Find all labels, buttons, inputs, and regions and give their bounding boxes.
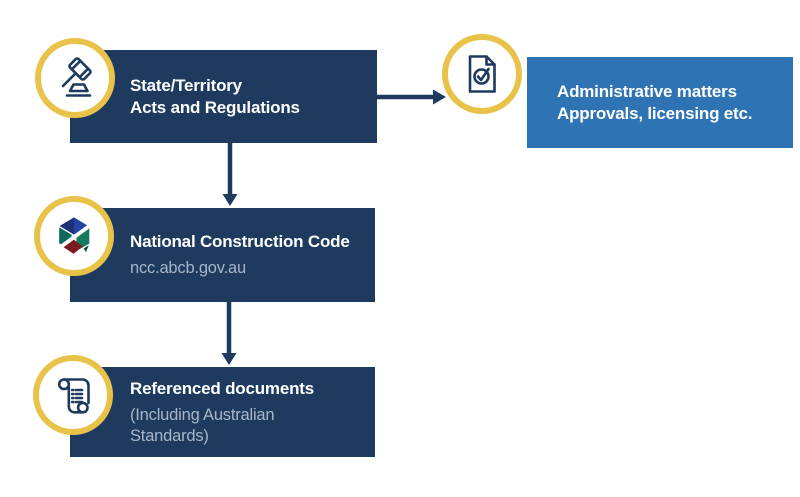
node-referenced-documents: Referenced documents (Including Australi…: [70, 367, 375, 457]
node-title-line: National Construction Code: [130, 232, 350, 251]
gavel-icon: [61, 57, 92, 97]
node-national-construction-code: National Construction Code ncc.abcb.gov.…: [70, 208, 375, 302]
node-title-line: Acts and Regulations: [130, 97, 300, 117]
administrative-badge: [442, 34, 522, 114]
ncc-website-url: ncc.abcb.gov.au: [130, 259, 246, 277]
ncc-cube-icon: [56, 217, 92, 254]
node-subtitle: (Including Australian Standards): [130, 405, 275, 445]
state-territory-badge: [35, 38, 115, 118]
node-title-line: Approvals, licensing etc.: [557, 103, 753, 123]
arrow-state-to-ncc: [222, 143, 238, 206]
node-title-line: Referenced documents: [130, 378, 314, 398]
node-state-territory-acts: State/Territory Acts and Regulations: [70, 50, 377, 143]
node-administrative-matters: Administrative matters Approvals, licens…: [527, 57, 793, 148]
arrow-ncc-to-referenced: [221, 302, 237, 365]
node-title-line: Administrative matters: [557, 81, 737, 101]
referenced-documents-badge: [33, 355, 113, 435]
node-title-line: State/Territory: [130, 75, 242, 95]
arrow-state-to-admin: [377, 89, 446, 105]
document-check-icon: [468, 55, 496, 93]
scroll-icon: [57, 378, 90, 414]
ncc-badge: [34, 196, 114, 276]
